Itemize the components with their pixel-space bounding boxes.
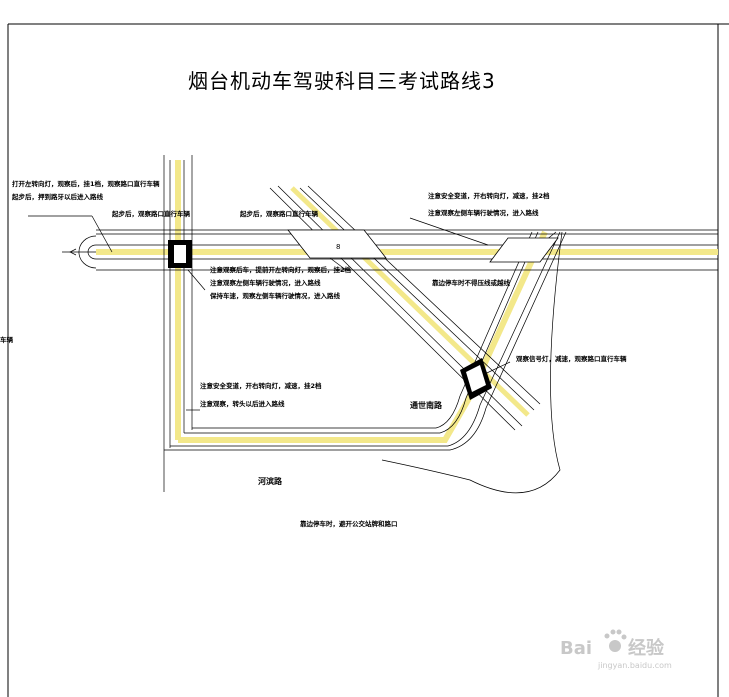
note-mid-2: 注意观察左侧车辆行驶情况，进入路线	[210, 278, 321, 287]
road-yellow-fills	[96, 160, 718, 443]
crossing-marks: 8	[168, 229, 559, 400]
note-right-mid: 靠边停车时不得压线或越线	[432, 278, 511, 287]
note-edge-left: 车辆	[0, 335, 14, 344]
note-left-bottom-1: 注意安全变道，开右转向灯，减速，挂2档	[200, 381, 322, 390]
road-name-hebin: 河滨路	[258, 476, 283, 486]
note-left-start-2: 起步后，押到路牙以后进入路线	[11, 192, 104, 201]
note-bottom: 靠边停车时，避开公交站牌和路口	[300, 519, 398, 528]
road-name-tongshi-south: 通世南路	[410, 400, 443, 410]
watermark-brand-cn: 经验	[628, 637, 665, 659]
crossing-number: 8	[336, 243, 340, 251]
note-left-start-1: 打开左转向灯，观察后，挂1档，观察路口直行车辆	[12, 179, 160, 188]
road-network: 8	[28, 155, 718, 494]
paw-icon	[604, 629, 627, 652]
note-left-bottom-2: 注意观察，转头以后进入路线	[200, 399, 285, 408]
drawing-frame	[7, 23, 729, 697]
note-right-top-2: 注意观察左侧车辆行驶情况，进入路线	[428, 208, 539, 217]
note-mid-3: 保持车速，观察左侧车辆行驶情况，进入路线	[209, 291, 341, 300]
note-mid-1: 注意观察后车，提前开左转向灯，观察后，挂2档	[210, 265, 352, 274]
annotations: 打开左转向灯，观察后，挂1档，观察路口直行车辆 起步后，押到路牙以后进入路线 起…	[0, 179, 627, 528]
note-right-junction: 观察信号灯，减速，观察路口直行车辆	[516, 354, 627, 363]
note-right-top-1: 注意安全变道，开右转向灯，减速，挂2档	[428, 191, 550, 200]
watermark: Bai 经验 jingyan.baidu.com	[560, 629, 672, 670]
note-mid-top: 起步后，观察路口直行车辆	[239, 209, 319, 218]
diagram-title: 烟台机动车驾驶科目三考试路线3	[188, 69, 496, 93]
note-left-intersection: 起步后，观察路口直行车辆	[111, 209, 191, 218]
watermark-brand: Bai	[560, 638, 592, 659]
watermark-url: jingyan.baidu.com	[597, 661, 672, 670]
